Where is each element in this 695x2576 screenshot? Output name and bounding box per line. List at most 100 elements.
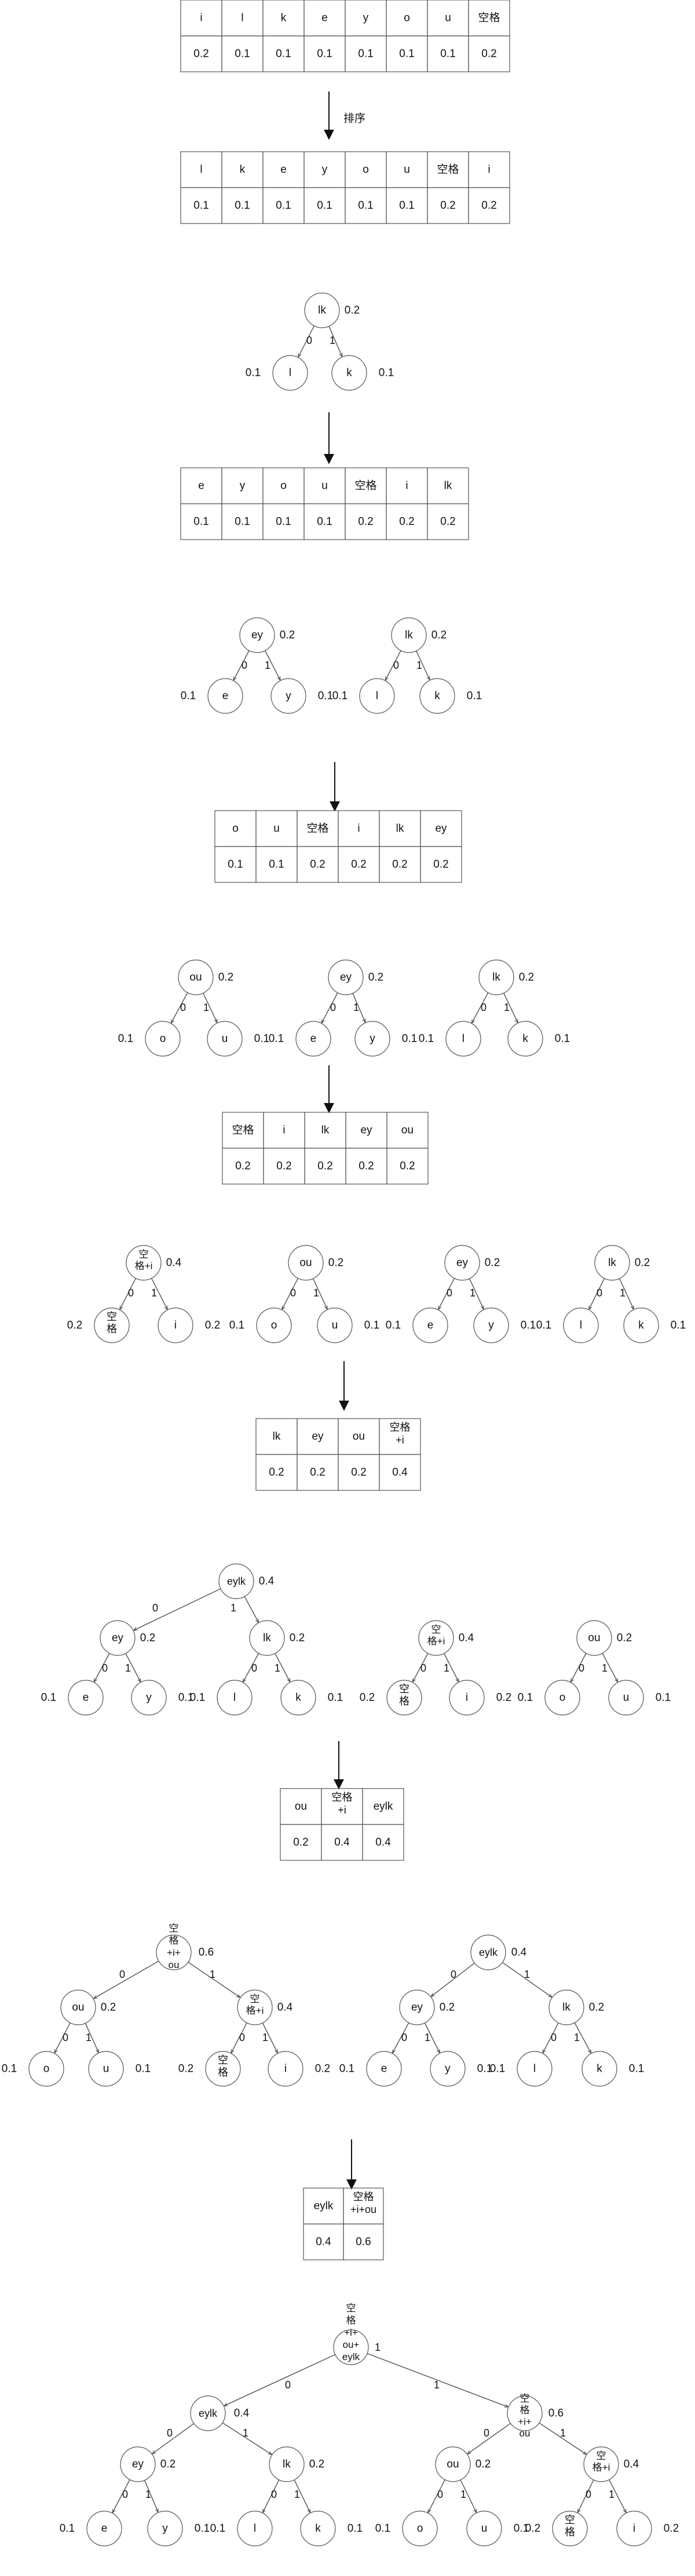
node-label: e [83,1692,89,1704]
node-label: 空格 [399,1683,409,1707]
table-cell [386,1148,429,1185]
weight-label: 0.2 [525,2523,540,2535]
weight-label: 0.2 [360,1692,375,1704]
char-label: ey [360,1124,372,1137]
prob-label: 0.2 [317,1160,332,1172]
edge-label: 1 [294,2489,300,2500]
prob-label: 0.1 [276,48,291,60]
tree-edge [424,2022,440,2053]
weight-label: 0.1 [41,1692,56,1704]
tree-edge [438,1278,455,1310]
tree-root [156,1934,192,1970]
char-label: u [445,12,451,24]
tree-edge [224,2354,336,2406]
leaf-node [616,2511,652,2546]
edge-label: 1 [460,2489,466,2500]
node-label: y [162,2523,168,2535]
node-label: i [466,1692,468,1704]
char-label: 空格+i [332,1791,353,1816]
leaf-node [331,355,367,391]
tree-edge [265,650,280,680]
edge-label: 0 [484,2427,489,2439]
edge-label: 0 [586,2489,591,2500]
edge-label: 0 [451,1969,456,1980]
prob-label: 0.6 [356,2236,371,2248]
node-label: 空格+i+ou [167,1923,181,1970]
char-label: lk [396,823,404,835]
tree-edge [609,2479,626,2513]
leaf-node [217,1680,253,1716]
node-label: k [638,1320,644,1332]
weight-label: 0.4 [624,2458,639,2471]
tree-root [269,2446,305,2482]
leaf-node [507,1021,543,1057]
edge-label: 1 [416,659,422,671]
node-label: eylk [479,1947,498,1958]
char-label: 空格 [437,163,459,176]
tree-root [178,959,214,995]
node-label: ey [340,972,352,984]
node-label: l [254,2523,256,2535]
prob-label: 0.2 [440,200,455,212]
leaf-node [419,678,455,714]
tree-edge [503,992,518,1023]
node-label: y [286,690,291,702]
tree-root [249,1620,285,1656]
weight-label: 0.2 [485,1257,500,1269]
node-label: i [284,2063,287,2075]
char-label: ou [295,1801,307,1813]
node-label: e [310,1033,317,1045]
node-label: o [271,1320,277,1332]
node-label: ey [251,629,264,642]
tree-root [391,617,427,653]
char-label: eylk [374,1801,393,1813]
leaf-node [608,1680,644,1716]
prob-label: 0.1 [399,200,414,212]
prob-label: 0.2 [269,1467,284,1479]
weight-label: 0.2 [440,2002,455,2014]
node-label: y [445,2063,451,2075]
node-label: i [633,2523,635,2535]
prob-label: 0.2 [433,859,448,871]
prob-label: 0.2 [351,1467,366,1479]
weight-label: 0.2 [519,972,534,984]
node-label: 空格+i+ou [518,2393,532,2439]
weight-label: 0.2 [280,629,295,642]
leaf-node [544,1680,580,1716]
tree-edge [472,992,489,1023]
tree-edge [428,2479,445,2513]
tree-edge [367,2353,508,2407]
weight-label: 0.1 [246,367,261,379]
edge-label: 1 [231,1602,236,1614]
node-label: k [434,690,440,702]
tree-edge [233,650,250,680]
weight-label: 0.4 [234,2408,250,2420]
leaf-node [412,1307,448,1343]
node-label: y [488,1320,494,1332]
node-label: ey [132,2458,144,2471]
weight-label: 0.1 [339,2063,354,2075]
tree-edge [571,1653,587,1681]
char-label: o [363,164,369,176]
prob-label: 0.4 [375,1837,391,1849]
prob-label: 0.1 [358,200,373,212]
weight-label: 0.4 [166,1257,182,1269]
tree-edge [539,2423,586,2454]
prob-label: 0.1 [269,859,284,871]
leaf-node [359,678,395,714]
weight-label: 0.2 [617,1632,632,1644]
edge-label: 0 [597,1287,602,1299]
char-label: 空格+i+ou [350,2191,376,2215]
char-label: lk [321,1124,330,1137]
node-label: ey [456,1257,469,1269]
weight-label: 0.2 [328,1257,343,1269]
weight-label: 0.2 [496,1692,511,1704]
edge-label: 0 [579,1662,584,1674]
char-label: lk [444,480,452,492]
tree-edge [413,1653,429,1681]
prob-label: 0.1 [317,516,332,528]
weight-label: 0.2 [67,1320,82,1332]
